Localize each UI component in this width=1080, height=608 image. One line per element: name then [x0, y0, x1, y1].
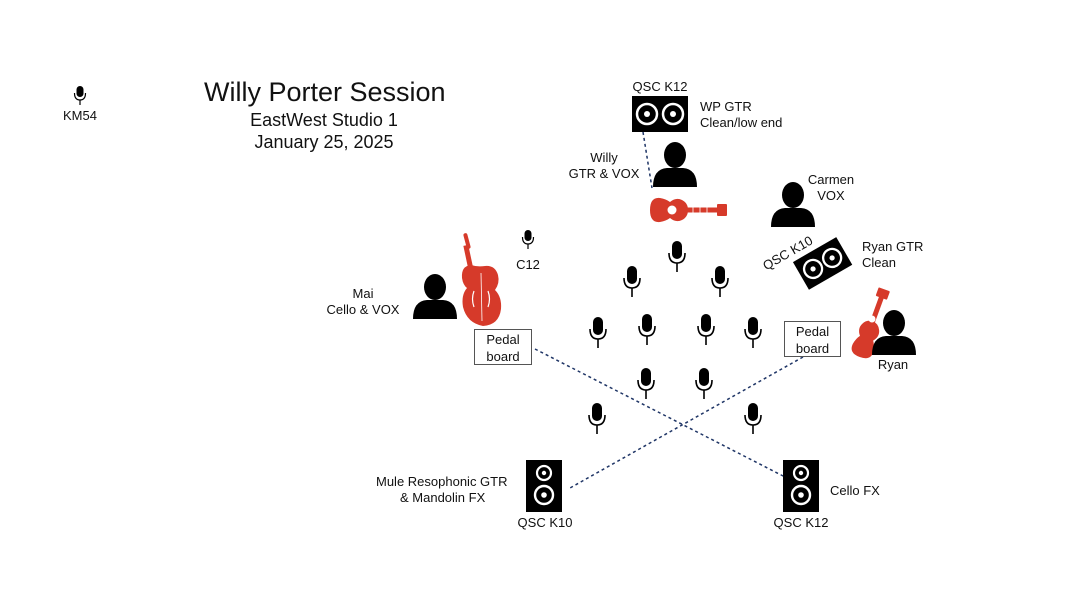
mule-speaker-label-1: Mule Resophonic GTR	[376, 474, 508, 489]
mic-icon	[744, 316, 762, 349]
km54-label: KM54	[63, 108, 97, 123]
mic-icon	[697, 313, 715, 346]
ryan-person-icon	[872, 310, 916, 355]
cello-fx-label: Cello FX	[830, 483, 880, 498]
carmen-person-icon	[771, 182, 815, 227]
mic-icon	[638, 313, 656, 346]
speaker-icon	[792, 237, 853, 290]
acoustic-guitar-icon	[650, 197, 727, 223]
mule-speaker-label-2: & Mandolin FX	[400, 490, 486, 505]
cello-fx-line	[534, 348, 788, 479]
wp-speaker-model: QSC K12	[632, 79, 688, 94]
mai-pedalboard: Pedal board	[474, 329, 532, 365]
electric-guitar-icon	[851, 287, 890, 359]
cello-speaker-model: QSC K12	[773, 515, 829, 530]
ryan-speaker-label-2: Clean	[862, 255, 896, 270]
mic-icon	[744, 402, 762, 435]
pedalboard-label-1: Pedal	[486, 332, 520, 347]
speaker-icon	[632, 96, 688, 132]
ryan-pedalboard: Pedal board	[784, 321, 841, 357]
ryan-pedal-line	[569, 356, 804, 489]
wp-speaker-label-2: Clean/low end	[700, 115, 783, 130]
date-label: January 25, 2025	[254, 132, 394, 152]
willy-name: Willy	[590, 150, 618, 165]
ryan-speaker: QSC K10	[760, 223, 853, 293]
mic-icon	[589, 316, 607, 349]
willy-person-icon	[653, 142, 697, 187]
mule-speaker-model: QSC K10	[517, 515, 573, 530]
cello-icon	[461, 233, 502, 326]
venue-label: EastWest Studio 1	[250, 110, 398, 130]
ryan-speaker-label-1: Ryan GTR	[862, 239, 924, 254]
mai-role: Cello & VOX	[326, 302, 400, 317]
mai-name: Mai	[352, 286, 374, 301]
ryan-name: Ryan	[877, 357, 909, 372]
carmen-role: VOX	[817, 188, 845, 203]
mic-icon	[695, 367, 713, 400]
wp-speaker-label-1: WP GTR	[700, 99, 752, 114]
mai-person-icon	[413, 274, 457, 319]
mic-icon	[637, 367, 655, 400]
mic-icon	[668, 240, 686, 273]
pedalboard-label-1: Pedal	[795, 324, 830, 339]
pedalboard-label-2: board	[795, 341, 830, 356]
mic-icon	[711, 265, 729, 298]
pedalboard-label-2: board	[486, 349, 520, 364]
carmen-name: Carmen	[807, 172, 855, 187]
c12-label: C12	[516, 257, 540, 272]
page-title: Willy Porter Session	[204, 77, 446, 107]
mic-icon	[623, 265, 641, 298]
mic-icon	[588, 402, 606, 435]
willy-role: GTR & VOX	[568, 166, 640, 181]
speaker-icon	[526, 460, 562, 512]
speaker-icon	[783, 460, 819, 512]
